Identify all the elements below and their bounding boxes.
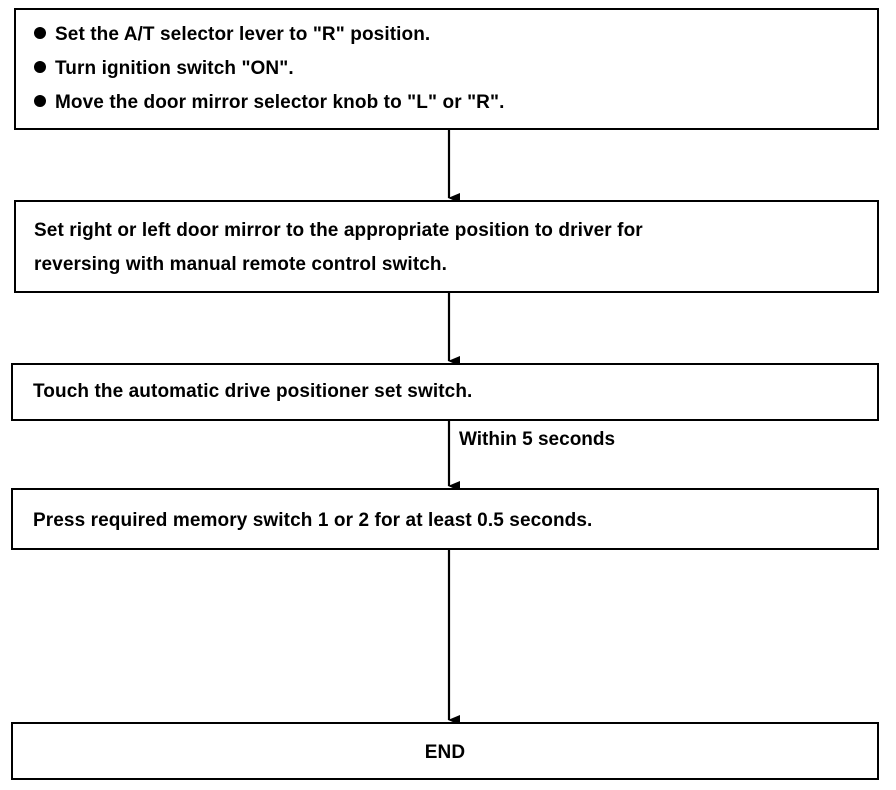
step-1-box: Set the A/T selector lever to "R" positi… xyxy=(14,8,879,130)
step-1-bullet-text: Set the A/T selector lever to "R" positi… xyxy=(55,24,431,45)
arrow-3-label: Within 5 seconds xyxy=(459,429,616,450)
bullet-dot-icon xyxy=(34,95,46,107)
step-2-line: Set right or left door mirror to the app… xyxy=(34,220,643,241)
step-4-text: Press required memory switch 1 or 2 for … xyxy=(33,510,593,531)
step-1-bullet-text: Turn ignition switch "ON". xyxy=(55,58,294,79)
step-2-box: Set right or left door mirror to the app… xyxy=(14,200,879,293)
step-3-text: Touch the automatic drive positioner set… xyxy=(33,381,473,402)
step-1-bullet: Turn ignition switch "ON". xyxy=(34,52,877,86)
step-1-bullet: Move the door mirror selector knob to "L… xyxy=(34,86,877,120)
end-box: END xyxy=(11,722,879,780)
bullet-dot-icon xyxy=(34,61,46,73)
step-1-bullet: Set the A/T selector lever to "R" positi… xyxy=(34,18,877,52)
step-4-box: Press required memory switch 1 or 2 for … xyxy=(11,488,879,550)
step-1-bullet-text: Move the door mirror selector knob to "L… xyxy=(55,92,505,113)
step-3-box: Touch the automatic drive positioner set… xyxy=(11,363,879,421)
step-2-line: reversing with manual remote control swi… xyxy=(34,254,447,275)
end-text: END xyxy=(424,742,466,763)
bullet-dot-icon xyxy=(34,27,46,39)
